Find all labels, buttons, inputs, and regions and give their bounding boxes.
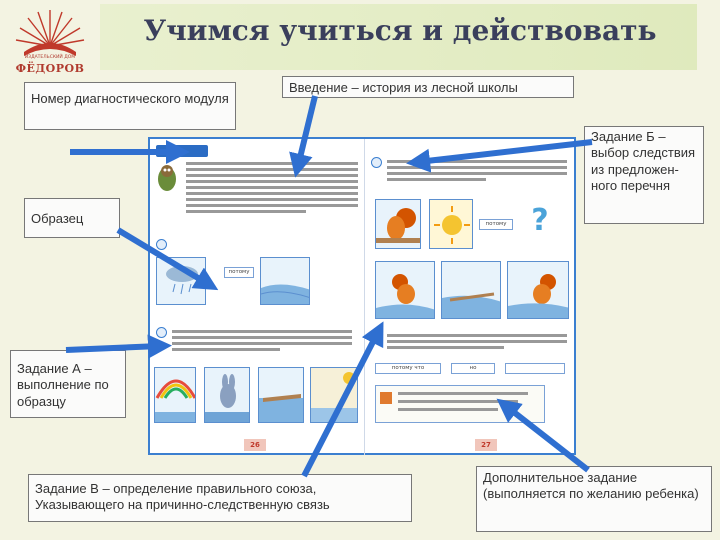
right-page-number: 27 [475, 439, 497, 451]
task-b-picture-squirrel [375, 199, 421, 249]
arrow-extra-task [496, 398, 590, 473]
callout-sample: Образец [24, 198, 120, 238]
task-b-picture-sun [429, 199, 473, 249]
choice-picture-1 [375, 261, 435, 319]
callout-module-number: Номер диагностического модуля [24, 82, 236, 130]
title-band [100, 4, 697, 70]
callout-task-a: Задание А – выполнение по образцу [10, 350, 126, 418]
choice-picture-2 [441, 261, 501, 319]
task-v-text-lines [387, 331, 567, 352]
logo-name: ФЁДОРОВ [15, 62, 85, 75]
task-a-text-lines [172, 327, 352, 354]
task-b-answer-box: потому [479, 219, 513, 230]
intro-text-lines [186, 159, 358, 216]
workbook-left-page: потому 26 [150, 139, 364, 455]
page-divider [364, 139, 365, 455]
arrow-intro [289, 95, 318, 178]
sample-picture-river [260, 257, 310, 305]
logo-subtitle: ИЗДАТЕЛЬСКИЙ ДОМ [24, 55, 76, 60]
workbook-spread: потому 26 [148, 137, 576, 455]
choice-picture-3 [507, 261, 569, 319]
task-a-picture-3 [258, 367, 304, 423]
arrow-task-v [301, 321, 384, 478]
task-a-picture-2 [204, 367, 250, 423]
callout-task-b: Задание Б – выбор следствия из предложен… [584, 126, 704, 224]
sample-answer-box: потому [224, 267, 254, 278]
task-marker [156, 239, 167, 250]
callout-task-v: Задание В – определение правильного союз… [28, 474, 412, 522]
callout-intro: Введение – история из лесной школы [282, 76, 574, 98]
arrow-task-a [65, 334, 172, 359]
arrow-task-b [406, 139, 593, 173]
workbook-right-page: потому ? потому что но [365, 139, 579, 455]
arrow-sample [116, 227, 219, 291]
task-a-picture-1 [154, 367, 196, 423]
publisher-logo-icon [15, 10, 85, 56]
union-option-3 [505, 363, 565, 374]
task-b-marker [371, 157, 382, 168]
task-b-text-lines [387, 157, 567, 184]
union-option-1: потому что [375, 363, 441, 374]
callout-extra-task: Дополнительное задание (выполняется по ж… [476, 466, 712, 532]
question-mark: ? [531, 203, 549, 238]
union-option-2: но [451, 363, 495, 374]
slide-title: Учимся учиться и действовать [143, 14, 657, 47]
left-page-number: 26 [244, 439, 266, 451]
bird-icon [158, 165, 176, 191]
